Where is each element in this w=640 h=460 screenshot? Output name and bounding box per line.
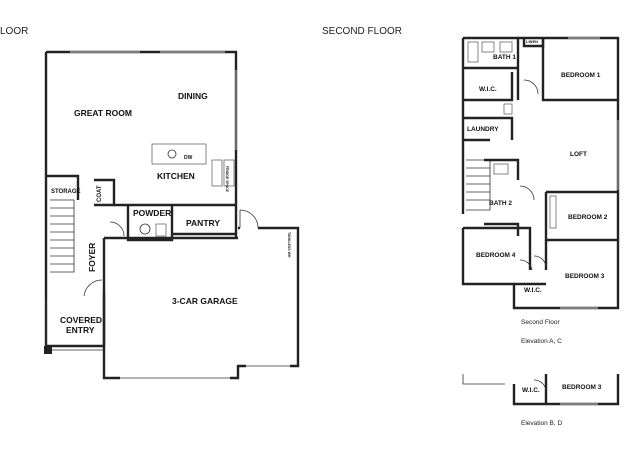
label-dw: DW [184, 155, 193, 161]
label-linen: LINEN [526, 39, 538, 44]
caption-second-floor: Second Floor [521, 319, 560, 326]
label-pantry: PANTRY [186, 218, 220, 228]
label-wic1: W.I.C. [479, 86, 497, 93]
label-bedroom3: BEDROOM 3 [565, 273, 605, 280]
label-bedroom1: BEDROOM 1 [561, 72, 601, 79]
label-covered-entry-1: COVERED [60, 315, 102, 325]
label-bath2: BATH 2 [489, 200, 512, 207]
stairs-second [466, 159, 491, 211]
label-tankless: TANKLESS WH [287, 232, 291, 258]
label-great-room: GREAT ROOM [74, 108, 132, 118]
label-kitchen: KITCHEN [157, 171, 195, 181]
label-laundry: LAUNDRY [467, 126, 499, 133]
label-garage: 3-CAR GARAGE [172, 296, 238, 306]
label-storage: STORAGE [51, 189, 81, 195]
elevation-bd-plan [462, 374, 620, 406]
label-bd-bedroom3: BEDROOM 3 [562, 384, 602, 391]
label-bedroom4: BEDROOM 4 [476, 252, 516, 259]
first-floor-heading: LOOR [0, 26, 28, 37]
stairs-first [50, 207, 74, 265]
caption-elevation-bd: Elevation B, D [521, 420, 562, 427]
label-powder: POWDER [133, 208, 171, 218]
first-floor-plan [44, 50, 300, 380]
second-floor-heading: SECOND FLOOR [322, 26, 402, 37]
label-bedroom2: BEDROOM 2 [568, 214, 608, 221]
label-dining: DINING [178, 91, 208, 101]
label-bd-wic: W.I.C. [522, 387, 540, 394]
label-wic3: W.I.C. [524, 287, 542, 294]
label-foyer: FOYER [87, 243, 97, 272]
label-fridge: FRIDGE SPACE [225, 166, 229, 193]
second-floor-plan [461, 36, 620, 310]
label-covered-entry-2: ENTRY [66, 325, 95, 335]
caption-elevation-ac: Elevation A, C [521, 338, 562, 345]
label-coat: COAT [97, 185, 103, 202]
label-bath1: BATH 1 [493, 54, 516, 61]
kitchen-island [151, 143, 207, 165]
label-loft: LOFT [570, 151, 587, 158]
